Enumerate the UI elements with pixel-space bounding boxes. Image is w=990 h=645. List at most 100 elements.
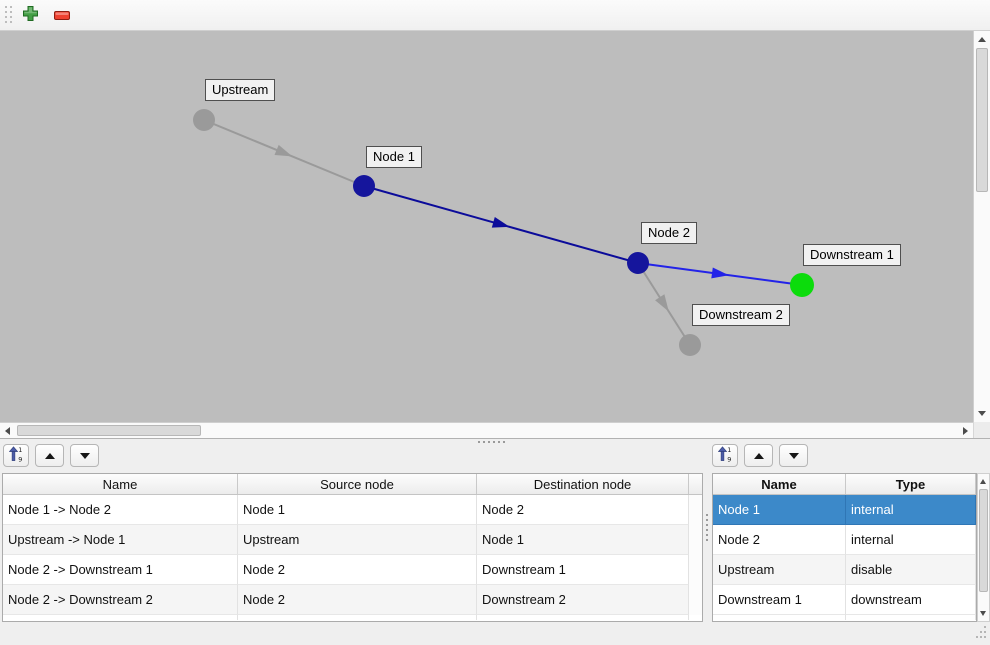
vertical-splitter[interactable]: [706, 514, 708, 541]
plus-icon: [22, 5, 39, 25]
minus-icon: [54, 8, 70, 23]
column-header[interactable]: Source node: [238, 474, 477, 494]
scroll-up-icon[interactable]: [980, 479, 986, 484]
window-resize-grip[interactable]: [972, 626, 988, 640]
table-cell: [477, 615, 689, 620]
horizontal-splitter[interactable]: [0, 438, 990, 446]
down-arrow-icon: [79, 452, 90, 459]
canvas-horizontal-scrollbar[interactable]: [0, 422, 973, 438]
table-cell: Node 1: [477, 525, 689, 555]
toolbar-grip[interactable]: [5, 6, 13, 26]
column-header[interactable]: Name: [713, 474, 846, 494]
table-cell: Upstream -> Node 1: [3, 525, 238, 555]
table-cell: Upstream: [238, 525, 477, 555]
graph-node[interactable]: [353, 175, 375, 197]
up-arrow-icon: [753, 452, 764, 459]
remove-button[interactable]: [48, 0, 76, 30]
table-cell: [713, 615, 846, 620]
scroll-right-icon[interactable]: [963, 427, 968, 435]
column-header[interactable]: Type: [846, 474, 976, 494]
scroll-left-icon[interactable]: [5, 427, 10, 435]
table-cell: Downstream 1: [477, 555, 689, 585]
table-cell: Upstream: [713, 555, 846, 585]
svg-text:1: 1: [18, 446, 22, 454]
up-arrow-icon: [44, 452, 55, 459]
row-filler: [689, 555, 702, 585]
node-label[interactable]: Node 2: [641, 222, 697, 244]
move-up-button[interactable]: [35, 444, 64, 467]
header-filler: [689, 474, 702, 494]
table-cell: Node 2: [238, 555, 477, 585]
scroll-down-icon[interactable]: [978, 411, 986, 416]
graph-node[interactable]: [627, 252, 649, 274]
node-label[interactable]: Node 1: [366, 146, 422, 168]
scrollbar-corner: [973, 422, 990, 438]
edge-arrow-icon: [491, 217, 510, 228]
nodes-toolbar: 1 9: [712, 444, 808, 468]
empty-row: [3, 615, 702, 620]
column-header[interactable]: Name: [3, 474, 238, 494]
sort-button[interactable]: 1 9: [712, 444, 738, 467]
svg-text:1: 1: [727, 446, 731, 454]
nodes-scrollbar-thumb[interactable]: [979, 489, 988, 592]
move-down-button[interactable]: [779, 444, 808, 467]
svg-text:9: 9: [727, 455, 731, 462]
vertical-scrollbar-thumb[interactable]: [976, 48, 988, 192]
canvas-vertical-scrollbar[interactable]: [973, 31, 990, 422]
column-header[interactable]: Destination node: [477, 474, 689, 494]
graph-node[interactable]: [790, 273, 814, 297]
table-cell: internal: [846, 495, 976, 525]
edge-arrow-icon: [655, 294, 669, 312]
table-cell: Node 1: [713, 495, 846, 525]
move-down-button[interactable]: [70, 444, 99, 467]
add-button[interactable]: [16, 0, 44, 30]
row-filler: [689, 525, 702, 555]
table-cell: Node 2: [477, 495, 689, 525]
table-cell: [238, 615, 477, 620]
down-arrow-icon: [788, 452, 799, 459]
table-cell: disable: [846, 555, 976, 585]
table-cell: Node 2: [713, 525, 846, 555]
table-cell: [846, 615, 976, 620]
scroll-up-icon[interactable]: [978, 37, 986, 42]
graph-node[interactable]: [679, 334, 701, 356]
graph-node[interactable]: [193, 109, 215, 131]
nodes-table-scrollbar[interactable]: [977, 473, 990, 622]
sort-ascending-icon: 1 9: [8, 446, 23, 465]
horizontal-scrollbar-thumb[interactable]: [17, 425, 201, 436]
edge-arrow-icon: [274, 144, 293, 157]
move-up-button[interactable]: [744, 444, 773, 467]
edge-arrow-icon: [711, 267, 729, 279]
node-label[interactable]: Upstream: [205, 79, 276, 101]
sort-ascending-icon: 1 9: [717, 446, 732, 465]
svg-text:9: 9: [18, 455, 22, 462]
row-filler: [689, 495, 702, 525]
edges-toolbar: 1 9: [3, 444, 99, 468]
node-label[interactable]: Downstream 1: [803, 244, 901, 266]
splitter-handle-icon: [478, 441, 505, 443]
table-cell: Node 2 -> Downstream 1: [3, 555, 238, 585]
table-cell: downstream: [846, 585, 976, 615]
table-cell: [3, 615, 238, 620]
node-label[interactable]: Downstream 2: [692, 304, 790, 326]
row-filler: [689, 585, 702, 615]
scroll-down-icon[interactable]: [980, 611, 986, 616]
table-cell: Node 2: [238, 585, 477, 615]
sort-button[interactable]: 1 9: [3, 444, 29, 467]
table-cell: Downstream 2: [477, 585, 689, 615]
